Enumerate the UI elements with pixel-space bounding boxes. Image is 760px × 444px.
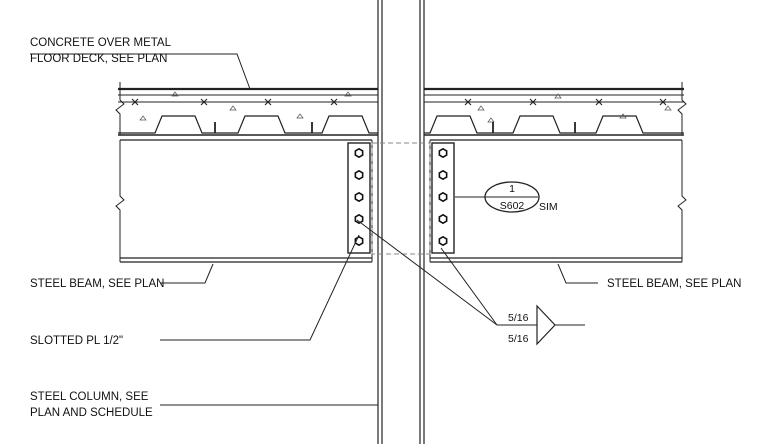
bolt-head [438,235,448,247]
plate-label: SLOTTED PL 1/2" [30,335,123,347]
bolt-group [354,147,448,247]
weld-size-top: 5/16 [508,312,529,324]
concrete-slab-right [424,82,687,136]
bolt-head [438,169,448,181]
beam-label-right: STEEL BEAM, SEE PLAN [607,278,741,290]
detail-callout: 1 S602 SIM [455,181,558,213]
deck-label-line2: FLOOR DECK, SEE PLAN [30,53,167,65]
shear-studs [214,122,576,133]
steel-beam-right [429,139,687,263]
column-label-line2: PLAN AND SCHEDULE [30,407,153,419]
column-label-line1: STEEL COLUMN, SEE [30,391,149,403]
bolt-head [354,235,364,247]
beam-label-left: STEEL BEAM, SEE PLAN [30,278,164,290]
weld-size-bottom: 5/16 [508,333,529,345]
concrete-slab-left [115,82,378,136]
detail-sheet: S602 [500,200,525,212]
detail-sim-note: SIM [539,201,558,213]
steel-column [377,0,425,444]
concrete-aggregate-marks [139,91,672,123]
steel-beam-left [115,139,373,263]
slotted-plate-right [431,142,455,254]
slab-reinforcing-marks [131,98,667,106]
fillet-weld-symbol [536,304,556,346]
bolt-head [354,147,364,159]
bolt-head [354,213,364,225]
deck-label-line1: CONCRETE OVER METAL [30,37,172,49]
leader-lines [30,53,598,406]
bolt-head [438,213,448,225]
bolt-head [438,191,448,203]
bolt-head [438,147,448,159]
detail-number: 1 [509,183,515,195]
bolt-head [354,169,364,181]
hidden-connection-outline [371,142,431,255]
bolt-head [354,191,364,203]
